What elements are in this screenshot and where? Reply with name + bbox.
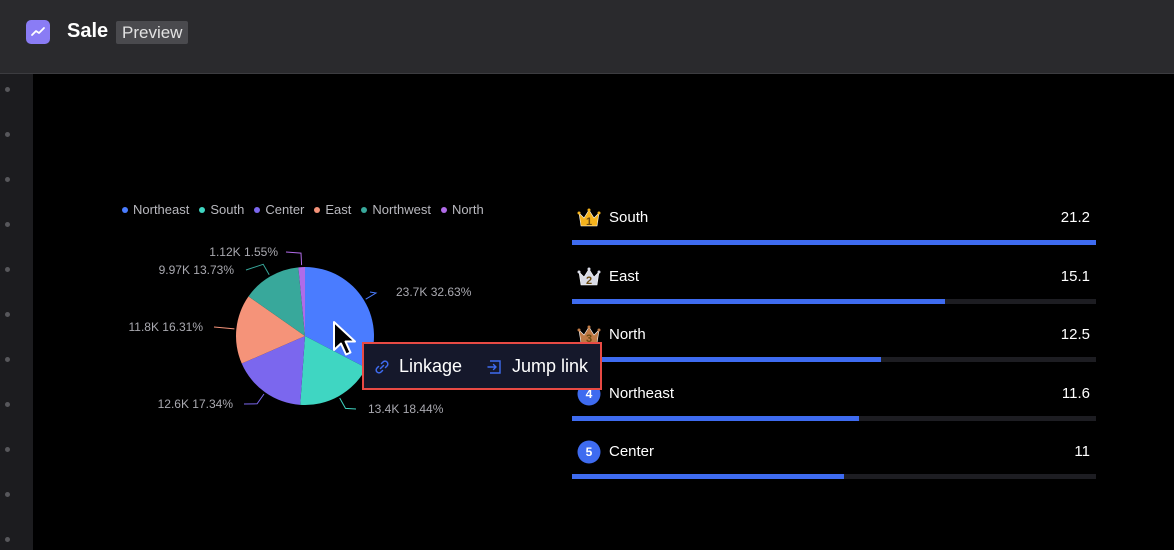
ranking-bar-fill xyxy=(572,240,1096,245)
rail-handle-dot xyxy=(5,267,10,272)
ranking-bar-track xyxy=(572,474,1096,479)
slice-label: 9.97K 13.73% xyxy=(159,263,235,277)
pie-slice-south[interactable] xyxy=(300,336,367,405)
legend-dot-icon xyxy=(314,206,321,213)
legend-dot-icon xyxy=(254,206,261,213)
leader-line xyxy=(285,251,303,266)
ranking-name: Center xyxy=(609,443,655,460)
chart-app-icon xyxy=(26,20,50,44)
rail-handle-dot xyxy=(5,357,10,362)
legend-item-center[interactable]: Center xyxy=(254,202,304,217)
rail-handle-dot xyxy=(5,492,10,497)
slice-label: 13.4K 18.44% xyxy=(368,402,444,416)
left-rail xyxy=(0,74,33,550)
jump-link-label: Jump link xyxy=(512,356,589,376)
mouse-cursor-icon xyxy=(333,321,356,356)
legend-label: East xyxy=(325,202,352,217)
context-menu: Linkage Jump link xyxy=(362,342,602,390)
pie-legend: Northeast South Center East Northwest North xyxy=(122,202,484,217)
legend-label: Northeast xyxy=(133,202,190,217)
leader-line xyxy=(339,397,357,410)
legend-item-south[interactable]: South xyxy=(199,202,244,217)
pie-chart[interactable]: 23.7K 32.63% 13.4K 18.44% 12.6K 17.34% 11.8… xyxy=(100,230,520,440)
legend-item-north[interactable]: North xyxy=(440,202,484,217)
ranking-bar-track xyxy=(572,298,1096,304)
legend-label: Northwest xyxy=(372,202,431,217)
pie-slice-center[interactable] xyxy=(241,336,305,405)
leader-line xyxy=(243,393,265,405)
ranking-row[interactable]: 4 Northeast 11.6 xyxy=(572,382,1096,432)
ranking-bar-track xyxy=(572,357,1096,362)
ranking-value: 15.1 xyxy=(1060,267,1090,285)
ranking-name: Northeast xyxy=(609,384,675,402)
legend-item-northeast[interactable]: Northeast xyxy=(122,202,189,217)
jump-icon xyxy=(487,359,501,374)
pie-slice-northeast[interactable] xyxy=(305,267,374,368)
legend-label: Center xyxy=(265,202,305,217)
ranking-bar-track xyxy=(572,240,1096,245)
legend-item-northwest[interactable]: Northwest xyxy=(361,202,431,217)
leader-line xyxy=(213,326,235,330)
rank-number: 1 xyxy=(585,216,593,228)
ranking-row[interactable]: 1 South 21.2 xyxy=(572,206,1096,256)
leader-line xyxy=(365,291,378,300)
legend-item-east[interactable]: East xyxy=(314,202,351,217)
dashboard-title: Sale xyxy=(67,20,109,42)
linkage-label: Linkage xyxy=(399,356,463,376)
ranking-value: 11 xyxy=(1074,443,1090,460)
legend-dot-icon xyxy=(122,206,128,213)
ranking-name: South xyxy=(609,209,649,226)
ranking-bar-fill xyxy=(572,298,946,304)
ranking-value: 21.2 xyxy=(1060,209,1090,226)
pie-slice-northwest[interactable] xyxy=(248,267,305,336)
pie-slice-east[interactable] xyxy=(235,296,305,364)
ranking-row[interactable]: 2 East 15.1 xyxy=(572,265,1096,315)
legend-dot-icon xyxy=(199,206,206,213)
rail-handle-dot xyxy=(5,537,10,542)
ranking-bar-fill xyxy=(572,357,882,362)
ranking-value: 12.5 xyxy=(1060,326,1090,343)
legend-label: North xyxy=(451,202,484,217)
ranking-bar-track xyxy=(572,415,1096,421)
ranking-row[interactable]: 5 Center 11 xyxy=(572,440,1096,490)
legend-dot-icon xyxy=(440,206,447,213)
link-icon xyxy=(375,359,389,374)
rank-circle-icon: 5 xyxy=(577,440,601,464)
silver-crown-icon: 2 xyxy=(577,265,601,289)
top-bar: Sale Preview xyxy=(0,0,1174,74)
slice-label: 1.12K 1.55% xyxy=(209,245,278,259)
leader-line xyxy=(245,263,270,275)
rail-handle-dot xyxy=(5,312,10,317)
ranking-value: 11.6 xyxy=(1061,384,1090,402)
rail-handle-dot xyxy=(5,402,10,407)
jump-link-menu-item[interactable]: Jump link xyxy=(486,356,588,377)
legend-dot-icon xyxy=(361,206,368,213)
rank-number: 5 xyxy=(585,445,593,459)
ranking-row[interactable]: 3 North 12.5 xyxy=(572,323,1096,373)
rank-number: 2 xyxy=(585,274,593,287)
preview-badge: Preview xyxy=(116,21,189,44)
ranking-bar-fill xyxy=(572,474,844,479)
ranking-bar-fill xyxy=(572,415,859,421)
slice-label: 11.8K 16.31% xyxy=(128,320,203,334)
rank-number: 3 xyxy=(585,333,593,345)
rail-handle-dot xyxy=(5,87,10,92)
rail-handle-dot xyxy=(5,222,10,227)
slice-label: 12.6K 17.34% xyxy=(158,397,234,411)
rail-handle-dot xyxy=(5,447,10,452)
pie-slice-north[interactable] xyxy=(298,267,305,336)
linkage-menu-item[interactable]: Linkage xyxy=(373,356,462,377)
slice-label: 23.7K 32.63% xyxy=(396,285,472,299)
legend-label: South xyxy=(210,202,245,217)
rail-handle-dot xyxy=(5,177,10,182)
rail-handle-dot xyxy=(5,132,10,137)
ranking-name: East xyxy=(609,267,640,285)
ranking-name: North xyxy=(609,326,646,343)
rank-number: 4 xyxy=(585,386,593,401)
gold-crown-icon: 1 xyxy=(577,206,601,230)
